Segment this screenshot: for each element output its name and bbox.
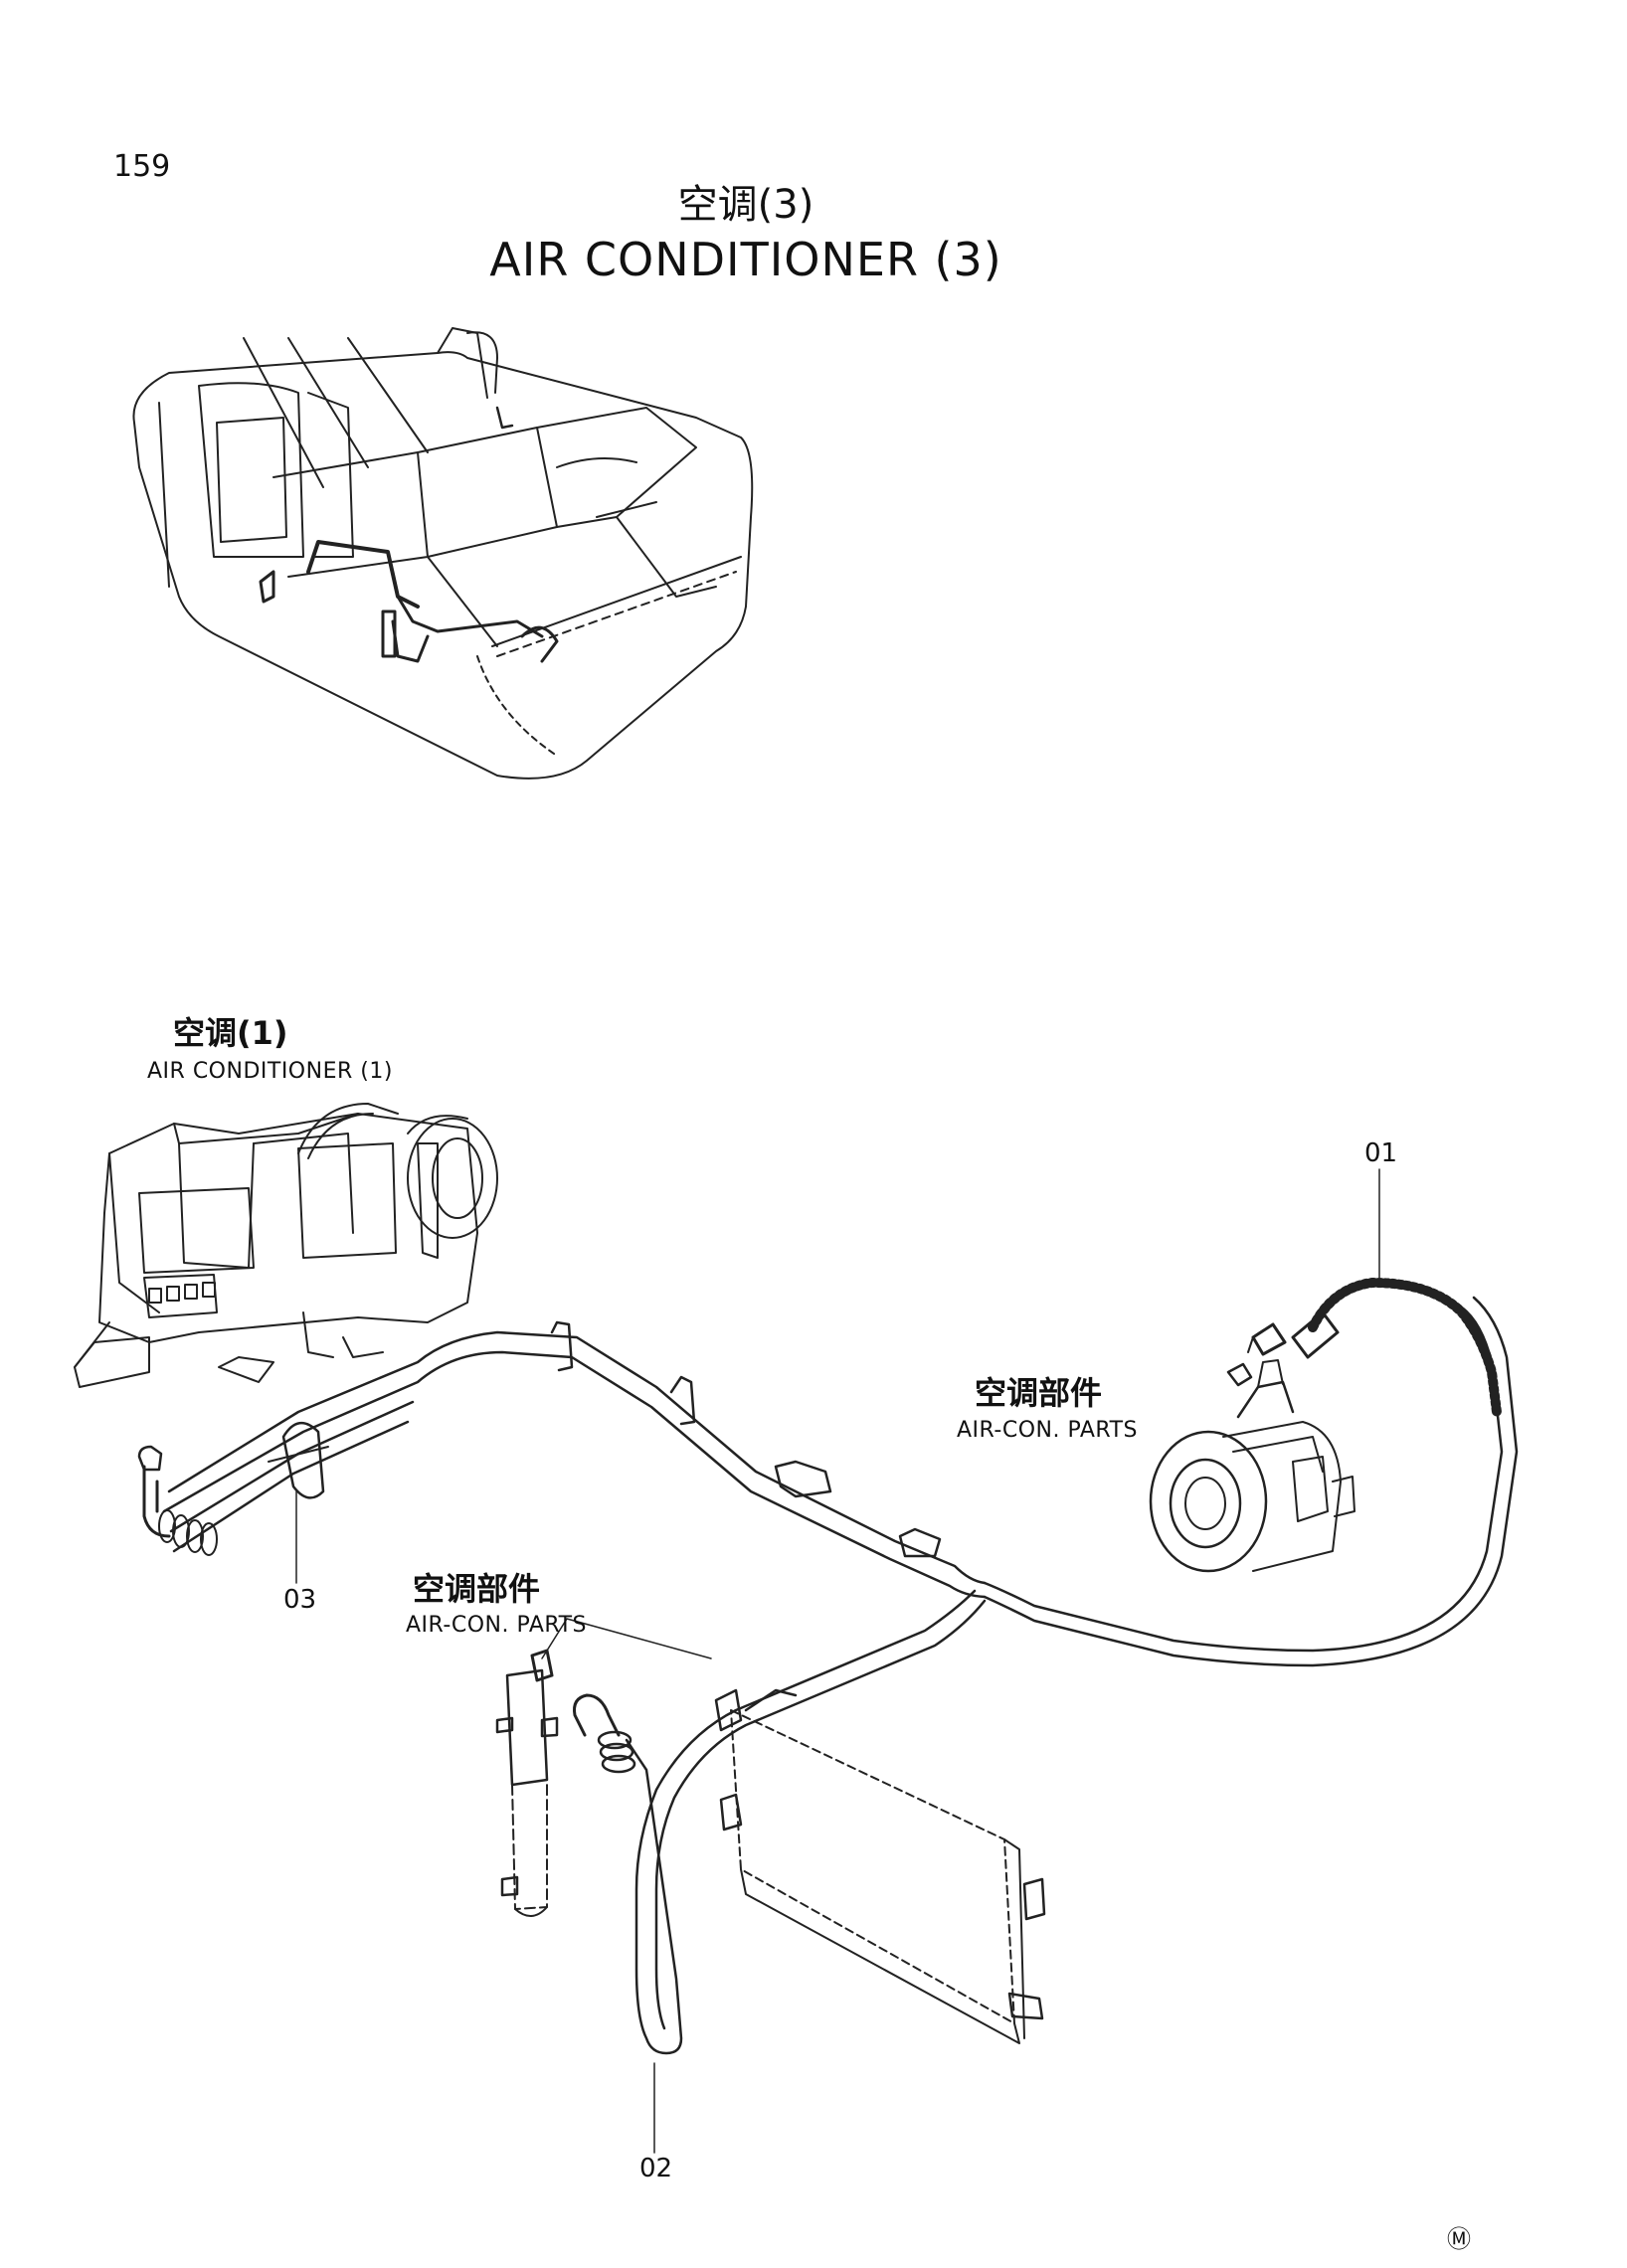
page-mark: Ⓜ [1447,2225,1471,2253]
ref-aircon-parts-condenser-cn: 空调部件 [413,1570,541,1608]
callout-01: 01 [1364,1138,1398,1168]
hose-01 [983,1278,1519,1667]
receiver-drier [495,1649,559,1917]
callout-02: 02 [639,2154,673,2183]
leader-lines [295,1168,1380,2154]
condenser [714,1688,1046,2044]
excavator-overview [132,327,754,780]
ref-aircon-parts-condenser-en: AIR-CON. PARTS [406,1613,587,1638]
callout-03: 03 [283,1585,317,1615]
ref-aircon-parts-compressor-en: AIR-CON. PARTS [957,1418,1138,1443]
page-title-en: AIR CONDITIONER (3) [489,233,1002,286]
air-conditioner-unit [74,1103,498,1388]
page-title-cn: 空调(3) [677,182,814,228]
hose-bundle-03 [137,1320,987,1599]
ref-air-conditioner-1-cn: 空调(1) [173,1014,288,1052]
ref-air-conditioner-1-en: AIR CONDITIONER (1) [147,1059,393,1084]
compressor [1149,1336,1356,1573]
ref-aircon-parts-compressor-cn: 空调部件 [975,1374,1103,1412]
hose-02 [573,1589,987,2055]
page-number: 159 [113,149,171,184]
